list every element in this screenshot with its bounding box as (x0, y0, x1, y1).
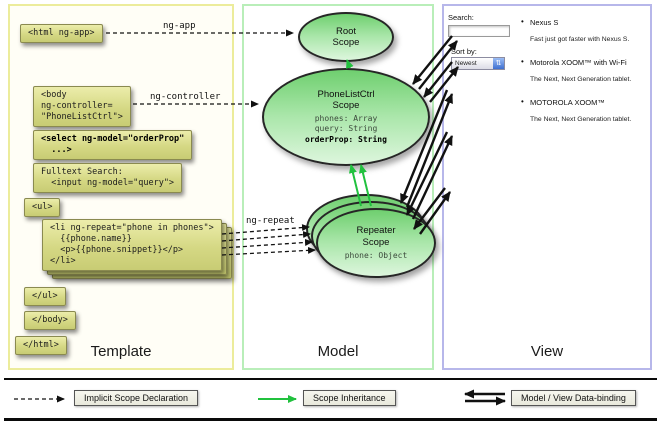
template-column-label: Template (90, 343, 152, 360)
phone-snippet: Fast just got faster with Nexus S. (530, 36, 630, 43)
view-column-label: View (530, 343, 564, 360)
code-html-close: </html> (15, 336, 67, 356)
repeater-scope-title: Repeater Scope (356, 225, 396, 248)
phonelistctrl-scope: PhoneListCtrl Scope phones: Array query:… (262, 68, 430, 166)
phonelistctrl-scope-orderprop: orderProp: String (305, 135, 387, 145)
ng-repeat-label: ng-repeat (246, 216, 295, 226)
code-select-ng-model: <select ng-model="orderProp" ...> (33, 130, 193, 161)
sort-selected-value: Newest (455, 60, 477, 67)
phone-list: Nexus S Fast just got faster with Nexus … (521, 17, 652, 138)
search-label: Search: (448, 13, 474, 22)
legend-implicit-scope-label: Implicit Scope Declaration (74, 390, 199, 406)
code-fulltext-search: Fulltext Search: <input ng-model="query"… (33, 163, 183, 194)
phone-snippet: The Next, Next Generation tablet. (530, 76, 632, 83)
code-body-close: </body> (24, 311, 76, 331)
code-html-ng-app: <html ng-app> (20, 24, 103, 44)
legend-scope-inheritance-label: Scope Inheritance (303, 390, 396, 406)
phonelistctrl-scope-props: phones: Array query: String (314, 114, 378, 134)
legend-binding-arrows (464, 389, 506, 406)
list-item: MOTOROLA XOOM™ The Next, Next Generation… (521, 97, 652, 123)
legend-data-binding-label: Model / View Data-binding (511, 390, 636, 406)
phone-name: Nexus S (521, 17, 652, 27)
select-arrows-icon: ⇅ (493, 58, 504, 69)
search-input[interactable] (448, 25, 510, 37)
code-ul-open: <ul> (24, 198, 61, 218)
code-li-ng-repeat: <li ng-repeat="phone in phones"> {{phone… (42, 219, 222, 272)
root-scope: Root Scope (298, 12, 394, 62)
repeater-scope-prop: phone: Object (344, 250, 408, 260)
page-bottom-rule (4, 418, 657, 421)
ng-app-label: ng-app (163, 21, 196, 31)
repeater-scope: Repeater Scope phone: Object (316, 208, 436, 278)
phone-name: MOTOROLA XOOM™ (521, 97, 652, 107)
sort-select[interactable]: Newest ⇅ (451, 57, 505, 70)
code-li-ng-repeat-stack: <li ng-repeat="phone in phones"> {{phone… (42, 219, 232, 280)
code-body-ng-controller: <body ng-controller= "PhoneListCtrl"> (33, 86, 131, 128)
ng-controller-label: ng-controller (150, 92, 221, 102)
phone-snippet: The Next, Next Generation tablet. (530, 116, 632, 123)
code-ul-close: </ul> (24, 287, 66, 307)
sort-label: Sort by: (451, 47, 477, 56)
list-item: Motorola XOOM™ with Wi-Fi The Next, Next… (521, 57, 652, 83)
phone-name: Motorola XOOM™ with Wi-Fi (521, 57, 652, 67)
root-scope-title: Root Scope (332, 25, 360, 48)
list-item: Nexus S Fast just got faster with Nexus … (521, 17, 652, 43)
model-column-label: Model (317, 343, 359, 360)
legend-divider-top (4, 378, 657, 380)
phonelistctrl-scope-title: PhoneListCtrl Scope (317, 88, 375, 111)
